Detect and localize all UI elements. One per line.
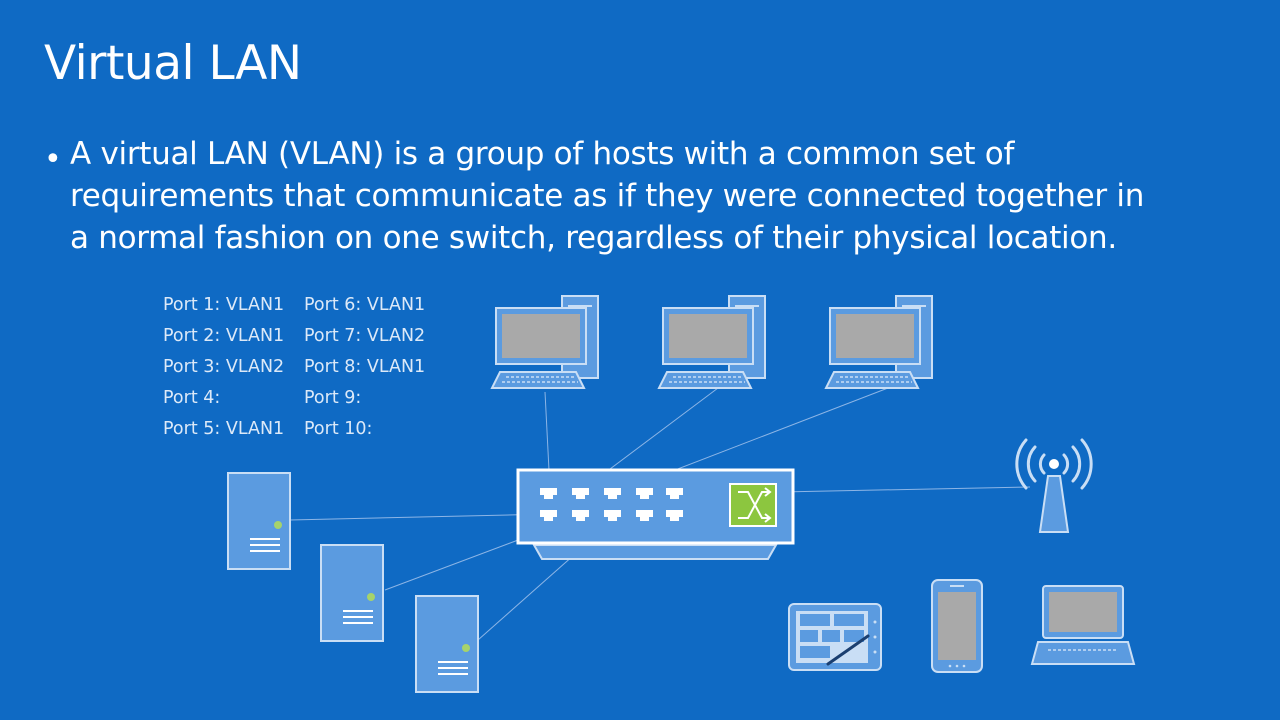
wireless-access-point-icon xyxy=(1015,438,1093,533)
port-label: Port 5: VLAN1 xyxy=(163,419,285,439)
tablet-icon xyxy=(788,603,882,671)
port-label: Port 7: VLAN2 xyxy=(304,326,426,346)
network-switch-icon xyxy=(516,468,795,560)
port-label: Port 1: VLAN1 xyxy=(163,295,285,315)
page-title: Virtual LAN xyxy=(44,36,302,91)
server-icon xyxy=(227,472,291,570)
desktop-computer-icon xyxy=(658,295,766,389)
port-label: Port 9: xyxy=(304,388,362,408)
port-label: Port 4: xyxy=(163,388,221,408)
port-label: Port 2: VLAN1 xyxy=(163,326,285,346)
bullet-marker: • xyxy=(44,142,62,177)
port-label: Port 10: xyxy=(304,419,373,439)
port-label: Port 3: VLAN2 xyxy=(163,357,285,377)
port-label: Port 6: VLAN1 xyxy=(304,295,426,315)
server-icon xyxy=(320,544,384,642)
laptop-icon xyxy=(1030,585,1136,665)
smartphone-icon xyxy=(931,579,983,673)
bullet-line-3: a normal fashion on one switch, regardle… xyxy=(70,220,1117,256)
server-icon xyxy=(415,595,479,693)
desktop-computer-icon xyxy=(825,295,933,389)
desktop-computer-icon xyxy=(491,295,599,389)
port-label: Port 8: VLAN1 xyxy=(304,357,426,377)
bullet-line-1: A virtual LAN (VLAN) is a group of hosts… xyxy=(70,136,1015,172)
bullet-line-2: requirements that communicate as if they… xyxy=(70,178,1145,214)
